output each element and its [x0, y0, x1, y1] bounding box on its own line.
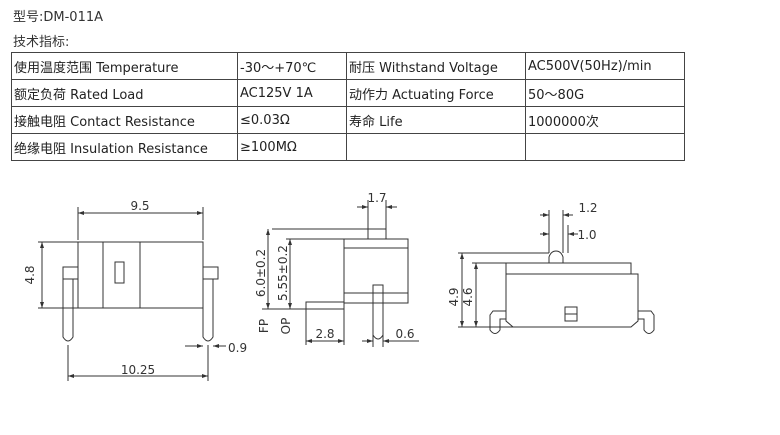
dimension-drawing: 9.5 4.8 0.9 10.25 1.7 6.0±0.2 5.55±0.2 F…	[23, 191, 655, 381]
spec-value-insulation-resistance: ≥100MΩ	[237, 133, 347, 161]
dim-height-inner: 4.6	[461, 287, 475, 306]
spec-label-temperature: 使用温度范围 Temperature	[11, 52, 238, 80]
dim-actuator-outer: 1.2	[578, 201, 597, 215]
dim-pin-thickness: 0.6	[395, 327, 414, 341]
spec-label-contact-resistance: 接触电阻 Contact Resistance	[11, 106, 238, 134]
table-row: 额定负荷 Rated Load AC125V 1A 动作力 Actuating …	[11, 79, 685, 107]
dim-height-outer: 4.9	[447, 287, 461, 306]
spec-value-withstand-voltage: AC500V(50Hz)/min	[525, 52, 685, 80]
spec-empty-cell	[525, 133, 685, 161]
side-view	[262, 200, 419, 347]
spec-label-actuating-force: 动作力 Actuating Force	[346, 79, 526, 107]
spec-value-life: 1000000次	[525, 106, 685, 134]
spec-value-rated-load: AC125V 1A	[237, 79, 347, 107]
right-view	[458, 210, 655, 334]
dim-operating-position: 5.55±0.2	[276, 245, 290, 301]
dim-height: 4.8	[23, 265, 37, 284]
spec-label-withstand-voltage: 耐压 Withstand Voltage	[346, 52, 526, 80]
fp-label: FP	[257, 319, 271, 333]
model-line: 型号:DM-011A	[13, 10, 104, 25]
front-view	[38, 207, 226, 381]
spec-value-contact-resistance: ≤0.03Ω	[237, 106, 347, 134]
spec-label-insulation-resistance: 绝缘电阻 Insulation Resistance	[11, 133, 238, 161]
specs-heading: 技术指标:	[13, 35, 70, 50]
specs-table: 使用温度范围 Temperature -30～+70℃ 耐压 Withstand…	[11, 52, 685, 161]
op-label: OP	[279, 318, 293, 335]
dim-actuator-width: 1.7	[367, 191, 386, 205]
dim-pin-gap: 0.9	[228, 341, 247, 355]
spec-label-life: 寿命 Life	[346, 106, 526, 134]
table-row: 接触电阻 Contact Resistance ≤0.03Ω 寿命 Life 1…	[11, 106, 685, 134]
dim-lead-offset: 2.8	[315, 327, 334, 341]
table-row: 使用温度范围 Temperature -30～+70℃ 耐压 Withstand…	[11, 52, 685, 80]
spec-empty-cell	[346, 133, 526, 161]
spec-value-temperature: -30～+70℃	[237, 52, 347, 80]
dim-free-position: 6.0±0.2	[254, 249, 268, 297]
spec-value-actuating-force: 50～80G	[525, 79, 685, 107]
table-row: 绝缘电阻 Insulation Resistance ≥100MΩ	[11, 133, 685, 161]
dim-total-width: 10.25	[121, 363, 155, 377]
dim-width: 9.5	[130, 199, 149, 213]
dim-actuator-inner: 1.0	[577, 228, 596, 242]
spec-label-rated-load: 额定负荷 Rated Load	[11, 79, 238, 107]
